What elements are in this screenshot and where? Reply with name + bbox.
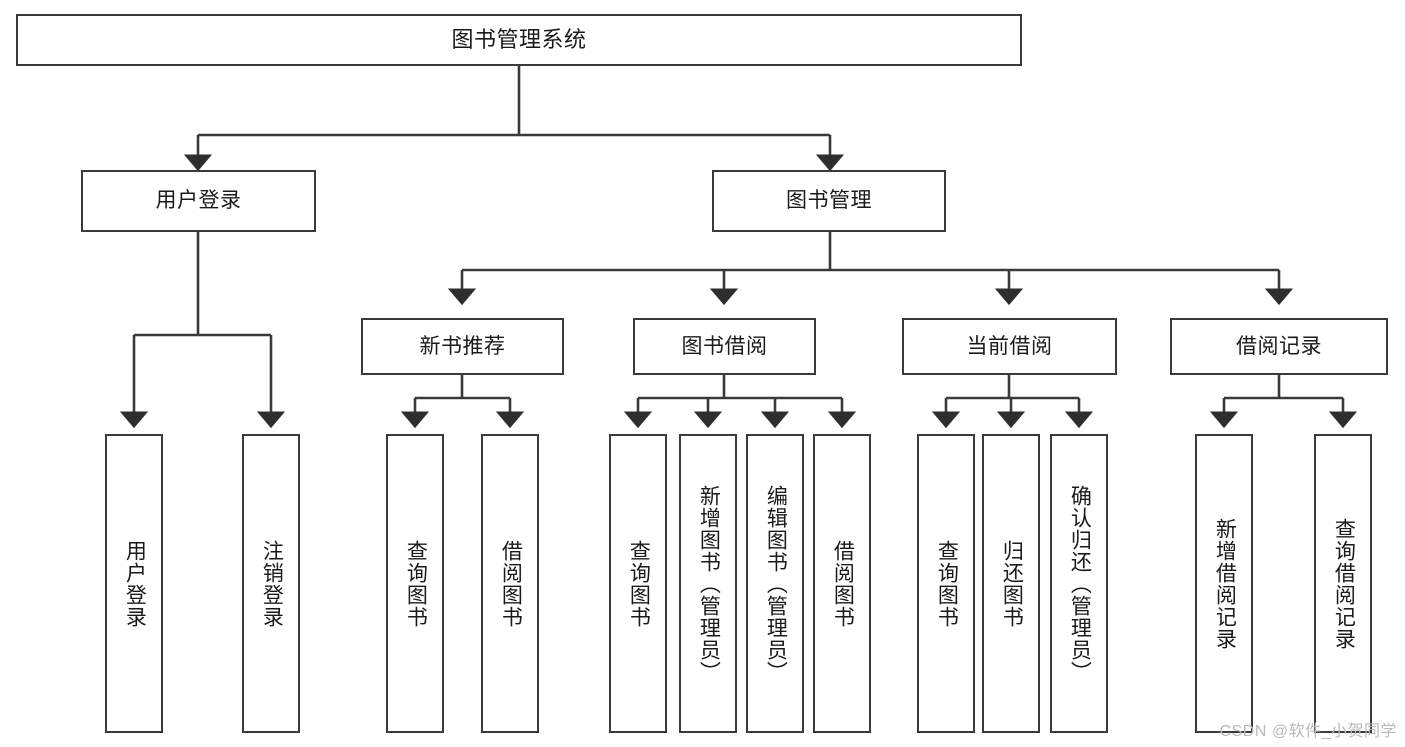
leaf-user-login-label: 用户登录 (123, 539, 147, 628)
leaf-query-book-current-label: 查询图书 (935, 539, 959, 628)
leaf-query-book-current[interactable]: 查询图书 (917, 434, 975, 733)
node-borrow-records[interactable]: 借阅记录 (1170, 318, 1388, 375)
leaf-user-login[interactable]: 用户登录 (105, 434, 163, 733)
leaf-add-borrow-record-label: 新增借阅记录 (1213, 517, 1237, 650)
leaf-query-book-recommend-label: 查询图书 (404, 539, 428, 628)
leaf-borrow-book-label: 借阅图书 (831, 539, 855, 628)
leaf-add-book[interactable]: 新增图书（管理员） (679, 434, 737, 733)
leaf-borrow-book[interactable]: 借阅图书 (813, 434, 871, 733)
leaf-query-book-borrow[interactable]: 查询图书 (609, 434, 667, 733)
node-new-book-recommend-label: 新书推荐 (419, 334, 506, 358)
leaf-edit-book[interactable]: 编辑图书（管理员） (746, 434, 804, 733)
node-current-borrow[interactable]: 当前借阅 (902, 318, 1117, 375)
leaf-confirm-return[interactable]: 确认归还（管理员） (1050, 434, 1108, 733)
csdn-watermark: CSDN @软件_小贺同学 (1219, 723, 1397, 740)
node-book-management[interactable]: 图书管理 (712, 170, 946, 232)
leaf-add-book-label: 新增图书（管理员） (697, 484, 721, 683)
leaf-query-book-recommend[interactable]: 查询图书 (386, 434, 444, 733)
node-user-login[interactable]: 用户登录 (81, 170, 316, 232)
leaf-query-borrow-record[interactable]: 查询借阅记录 (1314, 434, 1372, 733)
node-book-management-label: 图书管理 (786, 189, 872, 213)
node-book-borrow-label: 图书借阅 (681, 334, 768, 358)
node-book-borrow[interactable]: 图书借阅 (633, 318, 816, 375)
leaf-borrow-book-recommend-label: 借阅图书 (499, 539, 523, 628)
node-root[interactable]: 图书管理系统 (16, 14, 1022, 66)
leaf-return-book-label: 归还图书 (1000, 539, 1024, 628)
leaf-user-logout[interactable]: 注销登录 (242, 434, 300, 733)
leaf-edit-book-label: 编辑图书（管理员） (764, 484, 788, 683)
node-borrow-records-label: 借阅记录 (1236, 334, 1322, 358)
node-user-login-label: 用户登录 (155, 189, 242, 213)
leaf-add-borrow-record[interactable]: 新增借阅记录 (1195, 434, 1253, 733)
node-root-label: 图书管理系统 (451, 26, 587, 52)
leaf-borrow-book-recommend[interactable]: 借阅图书 (481, 434, 539, 733)
leaf-user-logout-label: 注销登录 (260, 539, 284, 628)
node-new-book-recommend[interactable]: 新书推荐 (361, 318, 564, 375)
leaf-confirm-return-label: 确认归还（管理员） (1068, 484, 1092, 683)
leaf-return-book[interactable]: 归还图书 (982, 434, 1040, 733)
leaf-query-borrow-record-label: 查询借阅记录 (1332, 517, 1356, 650)
node-current-borrow-label: 当前借阅 (966, 334, 1053, 358)
leaf-query-book-borrow-label: 查询图书 (627, 539, 651, 628)
